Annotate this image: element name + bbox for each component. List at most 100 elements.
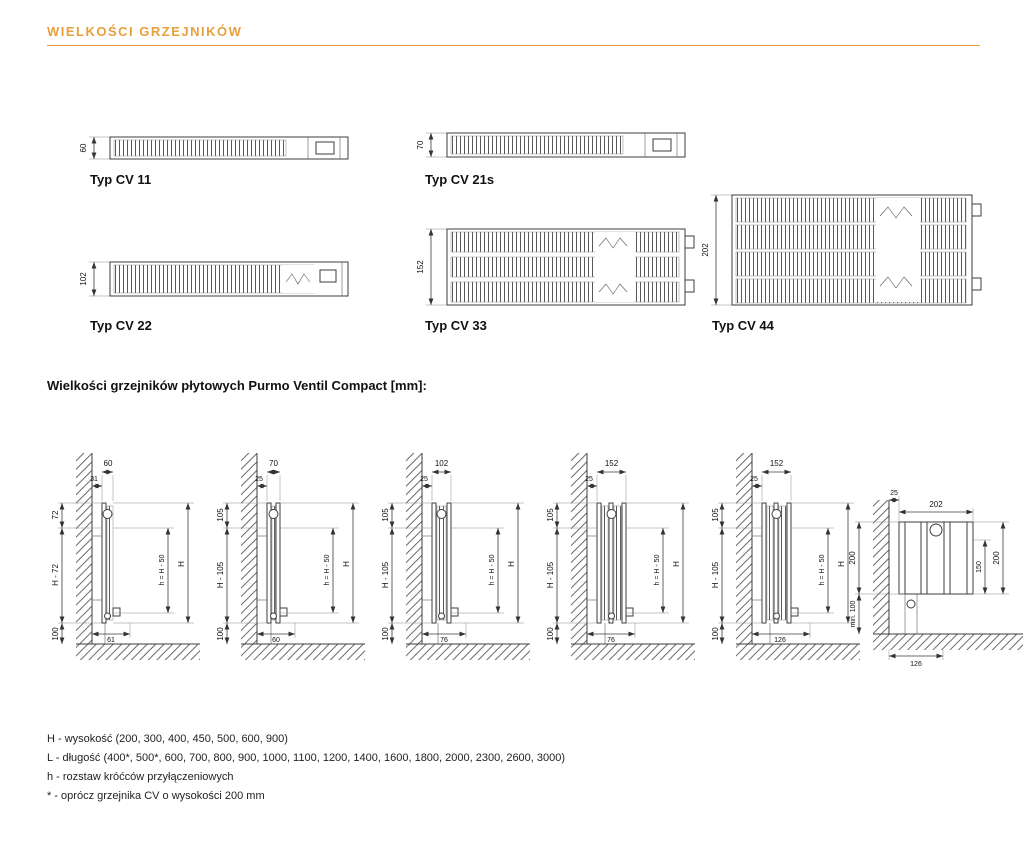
top-offset-dim: 105 [711,508,720,522]
depth-value: 102 [79,272,88,286]
bottom-depth-dim: 126 [774,637,786,644]
detail-view-diagram: 25 202 200 min. 100 150 200 [848,490,1023,668]
top-offset-dim: 72 [51,510,60,519]
bottom-depth-dim: 76 [607,637,615,644]
bottom-offset-dim: 100 [216,627,225,641]
radiator-body [446,228,695,306]
side-view-5-diagram: 152 25 105 H - 105 100 h = H - 50 H [711,453,860,660]
side-view-2: 70 25 105 H - 105 100 h = H - 50 H [213,428,373,673]
wall-and-floor [736,453,860,660]
top-view-cv33: 152 [415,224,701,315]
radiator-body [731,194,982,306]
height-left-dim: 200 [848,551,857,565]
vent-plug [929,523,943,537]
vent-plug [771,509,782,519]
radiator-section [752,502,799,644]
side-view-2-diagram: 70 25 105 H - 105 100 h = H - 50 H [216,453,365,660]
valve [112,607,121,617]
legend-line-pipe-spacing: h - rozstaw króćców przyłączeniowych [47,771,234,783]
legend-line-height: H - wysokość (200, 300, 400, 450, 500, 6… [47,733,288,745]
bottom-offset-dim: 100 [546,627,555,641]
depth-value: 202 [701,243,710,257]
bottom-offset-dim: 100 [381,627,390,641]
pipe-spacing-dim: h = H - 50 [159,554,166,585]
height-dim: H [507,561,516,567]
depth-dim: 70 [269,459,278,468]
pipe-spacing-dim: 150 [976,561,983,573]
legend-line-footnote: * - oprócz grzejnika CV o wysokości 200 … [47,790,265,802]
vent-plug [436,509,447,519]
top-view-cv22: 102 [78,256,360,307]
top-view-cv21s-label: Typ CV 21s [425,172,495,187]
height-dim: H [672,561,681,567]
valve [450,607,459,617]
top-view-cv21s-diagram: 70 [416,132,686,158]
middle-dim: H - 72 [51,564,60,586]
wall-gap-dim: 25 [750,476,758,483]
middle-dim: H - 105 [216,561,225,588]
pipe-spacing-dim: h = H - 50 [324,554,331,585]
depth-dimension: 60 [79,136,110,160]
dimensions: 152 25 105 H - 105 100 h = H - 50 H [711,459,854,644]
bottom-offset-dim: 100 [51,627,60,641]
floor-clearance-dim: min. 100 [850,600,857,627]
valve [790,607,799,617]
depth-dimension: 102 [79,261,110,297]
middle-dim: H - 105 [711,561,720,588]
wall-gap-dim: 25 [890,490,898,497]
depth-value: 70 [416,140,425,149]
radiator-section [898,521,974,634]
vent-plug [102,509,113,519]
top-view-cv22-label: Typ CV 22 [90,318,152,333]
top-view-cv44-diagram: 202 [701,194,982,306]
top-view-cv44-label: Typ CV 44 [712,318,774,333]
dimensions: 25 202 200 min. 100 150 200 [848,490,1009,668]
top-view-cv33-label: Typ CV 33 [425,318,487,333]
drain-plug [438,612,445,620]
depth-dim: 152 [605,459,619,468]
pipe-spacing-dim: h = H - 50 [489,554,496,585]
depth-dim: 102 [435,459,449,468]
side-view-1: 60 31 72 H - 72 100 h = H - 50 H [48,428,208,673]
bottom-depth-dim: 126 [910,661,922,668]
top-offset-dim: 105 [381,508,390,522]
middle-dim: H - 105 [381,561,390,588]
side-view-4-diagram: 152 25 105 H - 105 100 h = H - 50 H [546,453,695,660]
wall-gap-dim: 25 [420,476,428,483]
depth-dim: 60 [104,459,113,468]
detail-view: 25 202 200 min. 100 150 200 [845,482,1027,677]
radiator-body [109,261,349,297]
top-offset-dim: 105 [546,508,555,522]
radiator-body [109,136,349,160]
bottom-depth-dim: 76 [440,637,448,644]
height-dim: H [342,561,351,567]
wall-and-floor [241,453,365,660]
side-view-3: 102 25 105 H - 105 100 h = H - 50 H [378,428,538,673]
wall-and-floor [406,453,530,660]
wall-gap-dim: 25 [255,476,263,483]
depth-value: 60 [79,143,88,152]
legend-line-length: L - długość (400*, 500*, 600, 700, 800, … [47,752,566,764]
section-title: Wielkości grzejników płytowych Purmo Ven… [47,378,427,393]
radiator-body [446,132,686,158]
drain-plug [608,612,615,620]
wall-and-floor [571,453,695,660]
pipe-connection [906,599,916,609]
side-view-5: 152 25 105 H - 105 100 h = H - 50 H [708,428,868,673]
top-view-cv21s: 70 [415,127,697,168]
wall-and-floor [76,453,200,660]
height-right-dim: 200 [992,551,1001,565]
top-offset-dim: 105 [216,508,225,522]
valve [625,607,634,617]
dimensions: 60 31 72 H - 72 100 h = H - 50 H [51,459,194,644]
side-view-4: 152 25 105 H - 105 100 h = H - 50 H [543,428,703,673]
top-view-cv44: 202 [700,190,992,315]
bottom-offset-dim: 100 [711,627,720,641]
middle-dim: H - 105 [546,561,555,588]
depth-dim: 152 [770,459,784,468]
legend: H - wysokość (200, 300, 400, 450, 500, 6… [47,730,565,806]
side-view-3-diagram: 102 25 105 H - 105 100 h = H - 50 H [381,453,530,660]
depth-dimension: 152 [416,228,447,306]
pipe-spacing-dim: h = H - 50 [654,554,661,585]
